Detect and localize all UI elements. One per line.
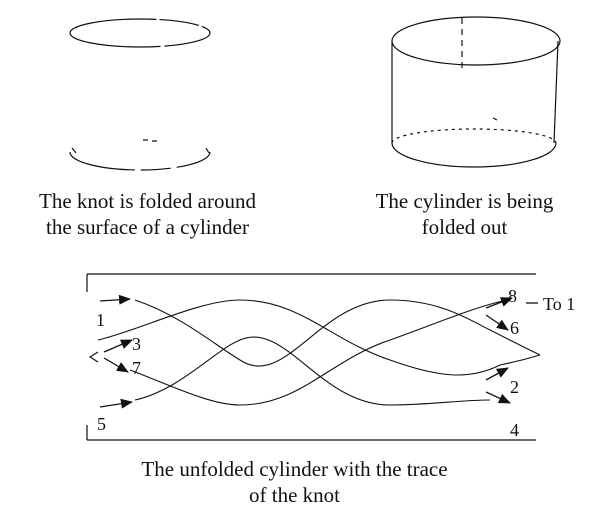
opening-cylinder — [391, 16, 561, 168]
left-turn-mark — [88, 351, 99, 363]
label-4: 4 — [510, 420, 519, 440]
bottom-fragment-left — [71, 147, 77, 154]
trace-strand-1 — [134, 299, 541, 367]
arrow-8 — [485, 297, 513, 309]
bottom-fragment-right — [205, 147, 210, 154]
cylinder-top-ellipse — [391, 16, 561, 66]
arrow-2 — [485, 367, 509, 381]
label-5: 5 — [97, 414, 106, 434]
bottom-arc — [69, 151, 211, 171]
cylinder-trace-mark — [492, 117, 498, 121]
caption-folded-knot-line2: the surface of a cylinder — [46, 215, 249, 239]
caption-unfolded-cylinder: The unfolded cylinder with the trace of … — [60, 456, 529, 508]
trace-labels: 1 3 7 5 8 6 2 4 To 1 — [96, 286, 575, 440]
cylinder-bottom-arc — [391, 142, 557, 168]
center-dash — [143, 139, 157, 142]
trace-strand-4 — [134, 336, 491, 406]
arrow-1 — [99, 294, 131, 305]
label-3: 3 — [132, 334, 141, 354]
arrow-6 — [485, 314, 509, 331]
caption-cylinder-folding-line1: The cylinder is being — [375, 189, 554, 213]
knot-trace — [88, 299, 541, 406]
arrow-3 — [103, 339, 133, 353]
arrow-4 — [485, 391, 511, 404]
caption-folded-knot-line1: The knot is folded around — [39, 189, 256, 213]
arrow-7 — [103, 357, 129, 373]
label-8: 8 — [508, 286, 517, 306]
folded-knot-cylinder — [69, 18, 211, 171]
caption-folded-knot: The knot is folded around the surface of… — [0, 188, 295, 240]
label-1: 1 — [96, 310, 105, 330]
caption-unfolded-line2: of the knot — [249, 483, 340, 507]
cylinder-right-side — [553, 40, 559, 144]
top-ellipse — [69, 18, 211, 48]
arrow-5 — [99, 398, 133, 409]
caption-unfolded-line1: The unfolded cylinder with the trace — [141, 457, 448, 481]
label-2: 2 — [510, 377, 519, 397]
label-6: 6 — [510, 318, 519, 338]
trace-strand-5 — [499, 354, 541, 366]
trace-arrows — [99, 294, 538, 409]
label-7: 7 — [132, 358, 141, 378]
trace-strand-3 — [129, 299, 509, 406]
label-to-1: To 1 — [543, 294, 575, 314]
caption-cylinder-folding-line2: folded out — [421, 215, 508, 239]
unfolded-rectangle — [86, 273, 536, 441]
cylinder-bottom-back — [391, 128, 557, 144]
trace-strand-2 — [97, 299, 501, 376]
caption-cylinder-folding: The cylinder is being folded out — [340, 188, 589, 240]
